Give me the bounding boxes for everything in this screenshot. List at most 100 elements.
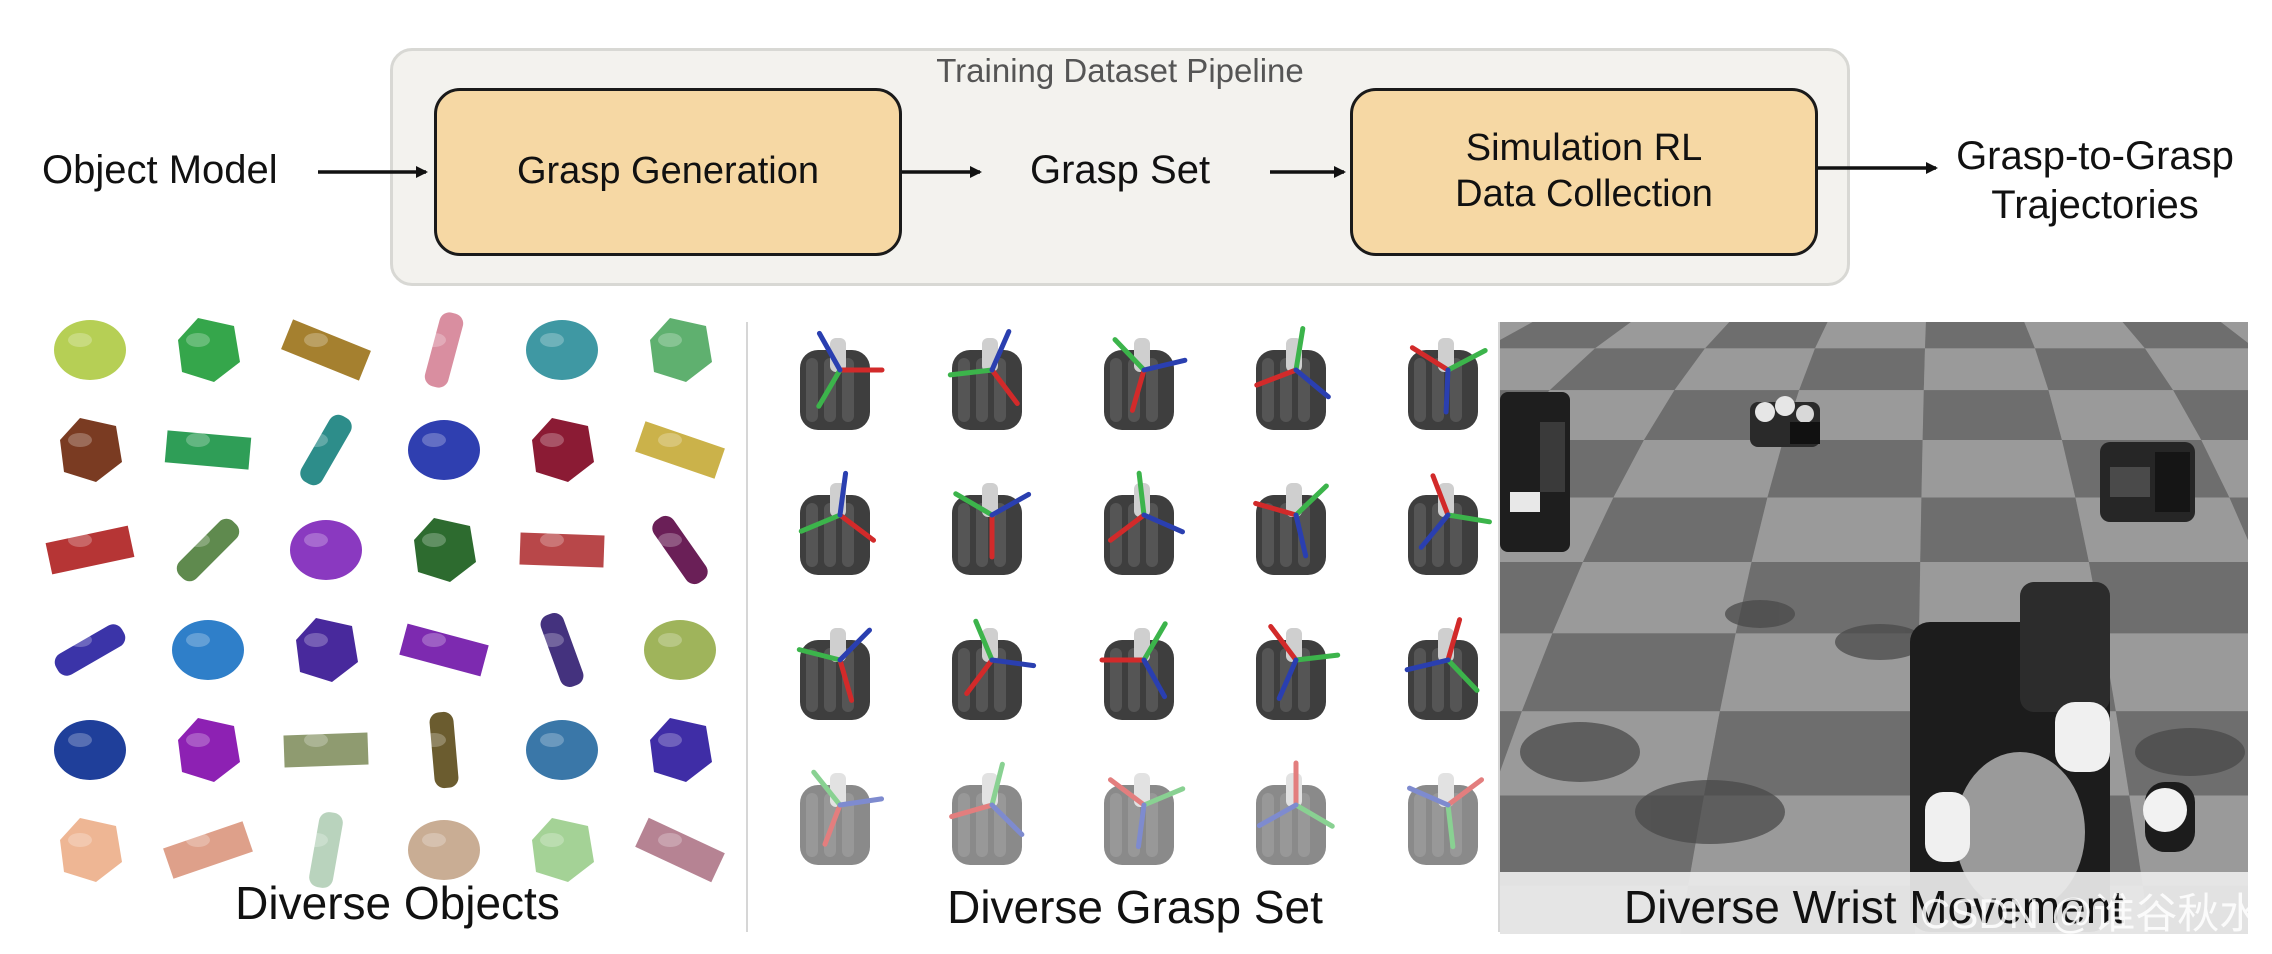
floor-tile (1704, 711, 1918, 796)
floor-tile (1521, 633, 1736, 712)
grasp-pose (1256, 623, 1341, 720)
object-shape (422, 711, 459, 789)
object-shape (408, 820, 480, 880)
object-shape (172, 620, 244, 680)
object-shape (540, 613, 584, 687)
floor-tile (1500, 633, 1553, 712)
object-shape (45, 525, 135, 575)
floor-tile (2229, 497, 2248, 541)
object-shape (526, 320, 598, 380)
object-shape (519, 532, 605, 568)
object-shape (163, 821, 253, 879)
object-shape (296, 618, 358, 682)
output-label-line2: Trajectories (1991, 182, 2199, 227)
floor-tile (2122, 322, 2248, 349)
wrist-caption-band (1500, 872, 2248, 934)
floor-tile (1751, 497, 1922, 562)
output-label-line1: Grasp-to-Grasp (1956, 134, 2234, 178)
floor-tile (1815, 322, 1926, 349)
floor-tile (1923, 348, 2049, 391)
grasp-pose (798, 470, 877, 575)
object-shape (164, 430, 252, 470)
floor-tile (2102, 633, 2248, 712)
grasp-pose (1104, 337, 1188, 430)
floor-tile (1674, 348, 1815, 391)
object-shape (652, 515, 708, 585)
panel-divider-1 (746, 322, 748, 932)
grasp-pose (947, 329, 1022, 430)
grasp-set-node: Grasp Set (1030, 148, 1211, 192)
object-shape (422, 312, 464, 388)
floor-tile (1799, 348, 1925, 391)
diverse-grasp-set-panel (796, 326, 1492, 865)
grasp-generation-label: Grasp Generation (516, 150, 820, 193)
floor-tile (2024, 322, 2145, 349)
object-shape (644, 620, 716, 680)
floor-tile (1500, 348, 1595, 391)
object-shape (399, 623, 489, 677)
object-shape (54, 624, 126, 676)
floor-tile (1705, 322, 1828, 349)
floor-tile (1500, 561, 1583, 634)
grasp-pose (1408, 338, 1488, 430)
object-shape (300, 414, 352, 486)
grasp-pose (1256, 760, 1335, 865)
floor-tile (1582, 497, 1768, 562)
object-shape (526, 720, 598, 780)
object-shape (54, 320, 126, 380)
object-shape (650, 718, 712, 782)
object-shape (532, 418, 594, 482)
floor-tile (2201, 440, 2248, 498)
grasp-pose (800, 769, 885, 865)
grasp-pose (1104, 470, 1185, 575)
grasp-pose (1104, 773, 1186, 865)
floor-tile (1549, 348, 1705, 391)
simulation-render (1500, 322, 2248, 934)
object-shape (532, 818, 594, 882)
object-shape (283, 732, 369, 768)
grasp-pose (1253, 483, 1329, 575)
grasp-pose (952, 483, 1032, 575)
floor-tile (2145, 348, 2248, 391)
object-shape (304, 812, 343, 888)
floor-tile (1595, 322, 1730, 349)
simulation-rl-box: Simulation RL Data Collection (1350, 88, 1818, 256)
floor-tile (1613, 440, 1784, 498)
floor-tile (2088, 561, 2248, 634)
object-shape (414, 518, 476, 582)
grasp-pose (1407, 773, 1485, 865)
grasp-generation-box: Grasp Generation (434, 88, 902, 256)
hand-shadow (1520, 722, 1640, 782)
diverse-objects-panel (45, 312, 725, 888)
floor-tile (1767, 440, 1923, 498)
floor-tile (2048, 390, 2202, 441)
robot-hand-large (1910, 582, 2195, 932)
simulation-rl-label-line1: Simulation RL (1465, 127, 1703, 170)
floor-tile (1500, 322, 1631, 349)
grasp-pose (796, 627, 873, 720)
hand-shadow (2135, 728, 2245, 776)
object-model-node: Object Model (42, 148, 278, 192)
output-node: Grasp-to-Grasp Trajectories (1930, 132, 2260, 230)
grasp-pose (800, 330, 885, 430)
object-shape (650, 318, 712, 382)
floor-tile (1921, 440, 2076, 498)
hand-shadow (1635, 780, 1785, 844)
grasp-pose (1254, 326, 1331, 430)
diverse-wrist-movement-caption: Diverse Wrist Movement (1623, 881, 2125, 933)
grasp-pose (952, 618, 1037, 720)
object-shape (178, 318, 240, 382)
object-shape (176, 518, 240, 582)
watermark: CSDN @谁谷秋水 (1920, 890, 2262, 937)
panel-divider-2 (1498, 322, 1500, 932)
object-shape (281, 319, 371, 381)
object-shape (54, 720, 126, 780)
robot-hand-small (1750, 396, 1820, 447)
object-shape (408, 420, 480, 480)
robot-hand-left (1500, 392, 1570, 552)
pipeline-title: Training Dataset Pipeline (936, 52, 1304, 89)
diverse-grasp-set-caption: Diverse Grasp Set (947, 881, 1323, 933)
robot-hand-right (2100, 442, 2195, 522)
pipeline-arrows (318, 162, 1938, 178)
object-shape (60, 818, 122, 882)
